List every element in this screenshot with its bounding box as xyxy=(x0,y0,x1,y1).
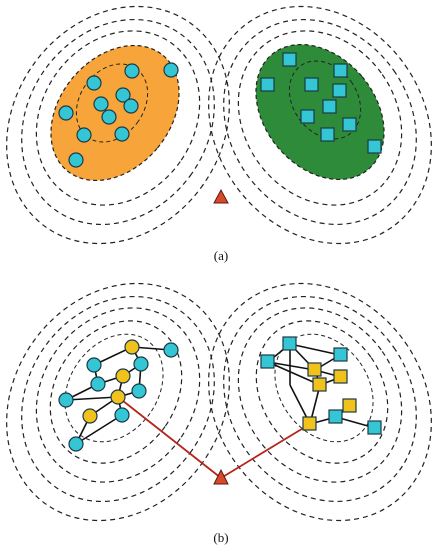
cyan-circle-icon xyxy=(58,392,74,408)
cyan-square-icon xyxy=(328,409,343,424)
cyan-circle-icon xyxy=(86,75,102,91)
square-cluster-region xyxy=(255,43,385,181)
panel-a: (a) xyxy=(6,5,432,263)
cyan-square-icon xyxy=(282,336,297,351)
cyan-circle-icon xyxy=(115,87,131,103)
cyan-square-icon xyxy=(342,117,357,132)
cyan-square-icon xyxy=(333,63,348,78)
panel-a-right-contours xyxy=(208,5,432,245)
cyan-square-icon xyxy=(332,83,347,98)
yellow-circle-icon xyxy=(124,339,140,355)
cyan-circle-icon xyxy=(131,383,147,399)
cyan-circle-icon xyxy=(90,376,106,392)
cyan-circle-icon xyxy=(124,63,140,79)
cyan-circle-icon xyxy=(114,407,130,423)
cyan-circle-icon xyxy=(114,126,130,142)
yellow-square-icon xyxy=(307,362,322,377)
circle-nodes-a xyxy=(58,62,179,168)
cyan-circle-icon xyxy=(76,127,92,143)
cyan-circle-icon xyxy=(123,98,139,114)
yellow-square-icon xyxy=(333,369,348,384)
yellow-square-icon xyxy=(302,416,317,431)
cyan-square-icon xyxy=(260,77,275,92)
red-triangle-icon xyxy=(213,468,229,485)
cyan-circle-icon xyxy=(133,356,149,372)
square-nodes-a xyxy=(260,52,382,154)
cyan-circle-icon xyxy=(58,105,74,121)
cyan-circle-icon xyxy=(101,109,117,125)
cyan-circle-icon xyxy=(68,152,84,168)
red-triangle-icon xyxy=(213,188,229,204)
yellow-square-icon xyxy=(312,377,327,392)
cyan-square-icon xyxy=(260,354,275,369)
panel-b: (b) xyxy=(6,282,432,545)
yellow-circle-icon xyxy=(82,408,98,424)
cyan-circle-icon xyxy=(163,342,179,358)
cyan-circle-icon xyxy=(163,62,179,78)
cyan-square-icon xyxy=(367,139,382,154)
cyan-circle-icon xyxy=(68,436,84,452)
cyan-square-icon xyxy=(282,52,297,67)
yellow-circle-icon xyxy=(115,368,131,384)
cyan-square-icon xyxy=(322,99,337,114)
cyan-square-icon xyxy=(304,77,319,92)
panel-label-b: (b) xyxy=(213,530,228,545)
yellow-circle-icon xyxy=(110,389,126,405)
cyan-circle-icon xyxy=(93,96,109,112)
left-graph-nodes xyxy=(58,339,179,452)
panel-label-a: (a) xyxy=(214,248,228,263)
cyan-square-icon xyxy=(320,127,335,142)
cyan-circle-icon xyxy=(86,357,102,373)
cyan-square-icon xyxy=(367,420,382,435)
right-graph-nodes xyxy=(260,336,382,435)
cyan-square-icon xyxy=(333,347,348,362)
panel-b-right-contours xyxy=(208,282,432,522)
yellow-square-icon xyxy=(342,398,357,413)
cyan-square-icon xyxy=(300,109,315,124)
